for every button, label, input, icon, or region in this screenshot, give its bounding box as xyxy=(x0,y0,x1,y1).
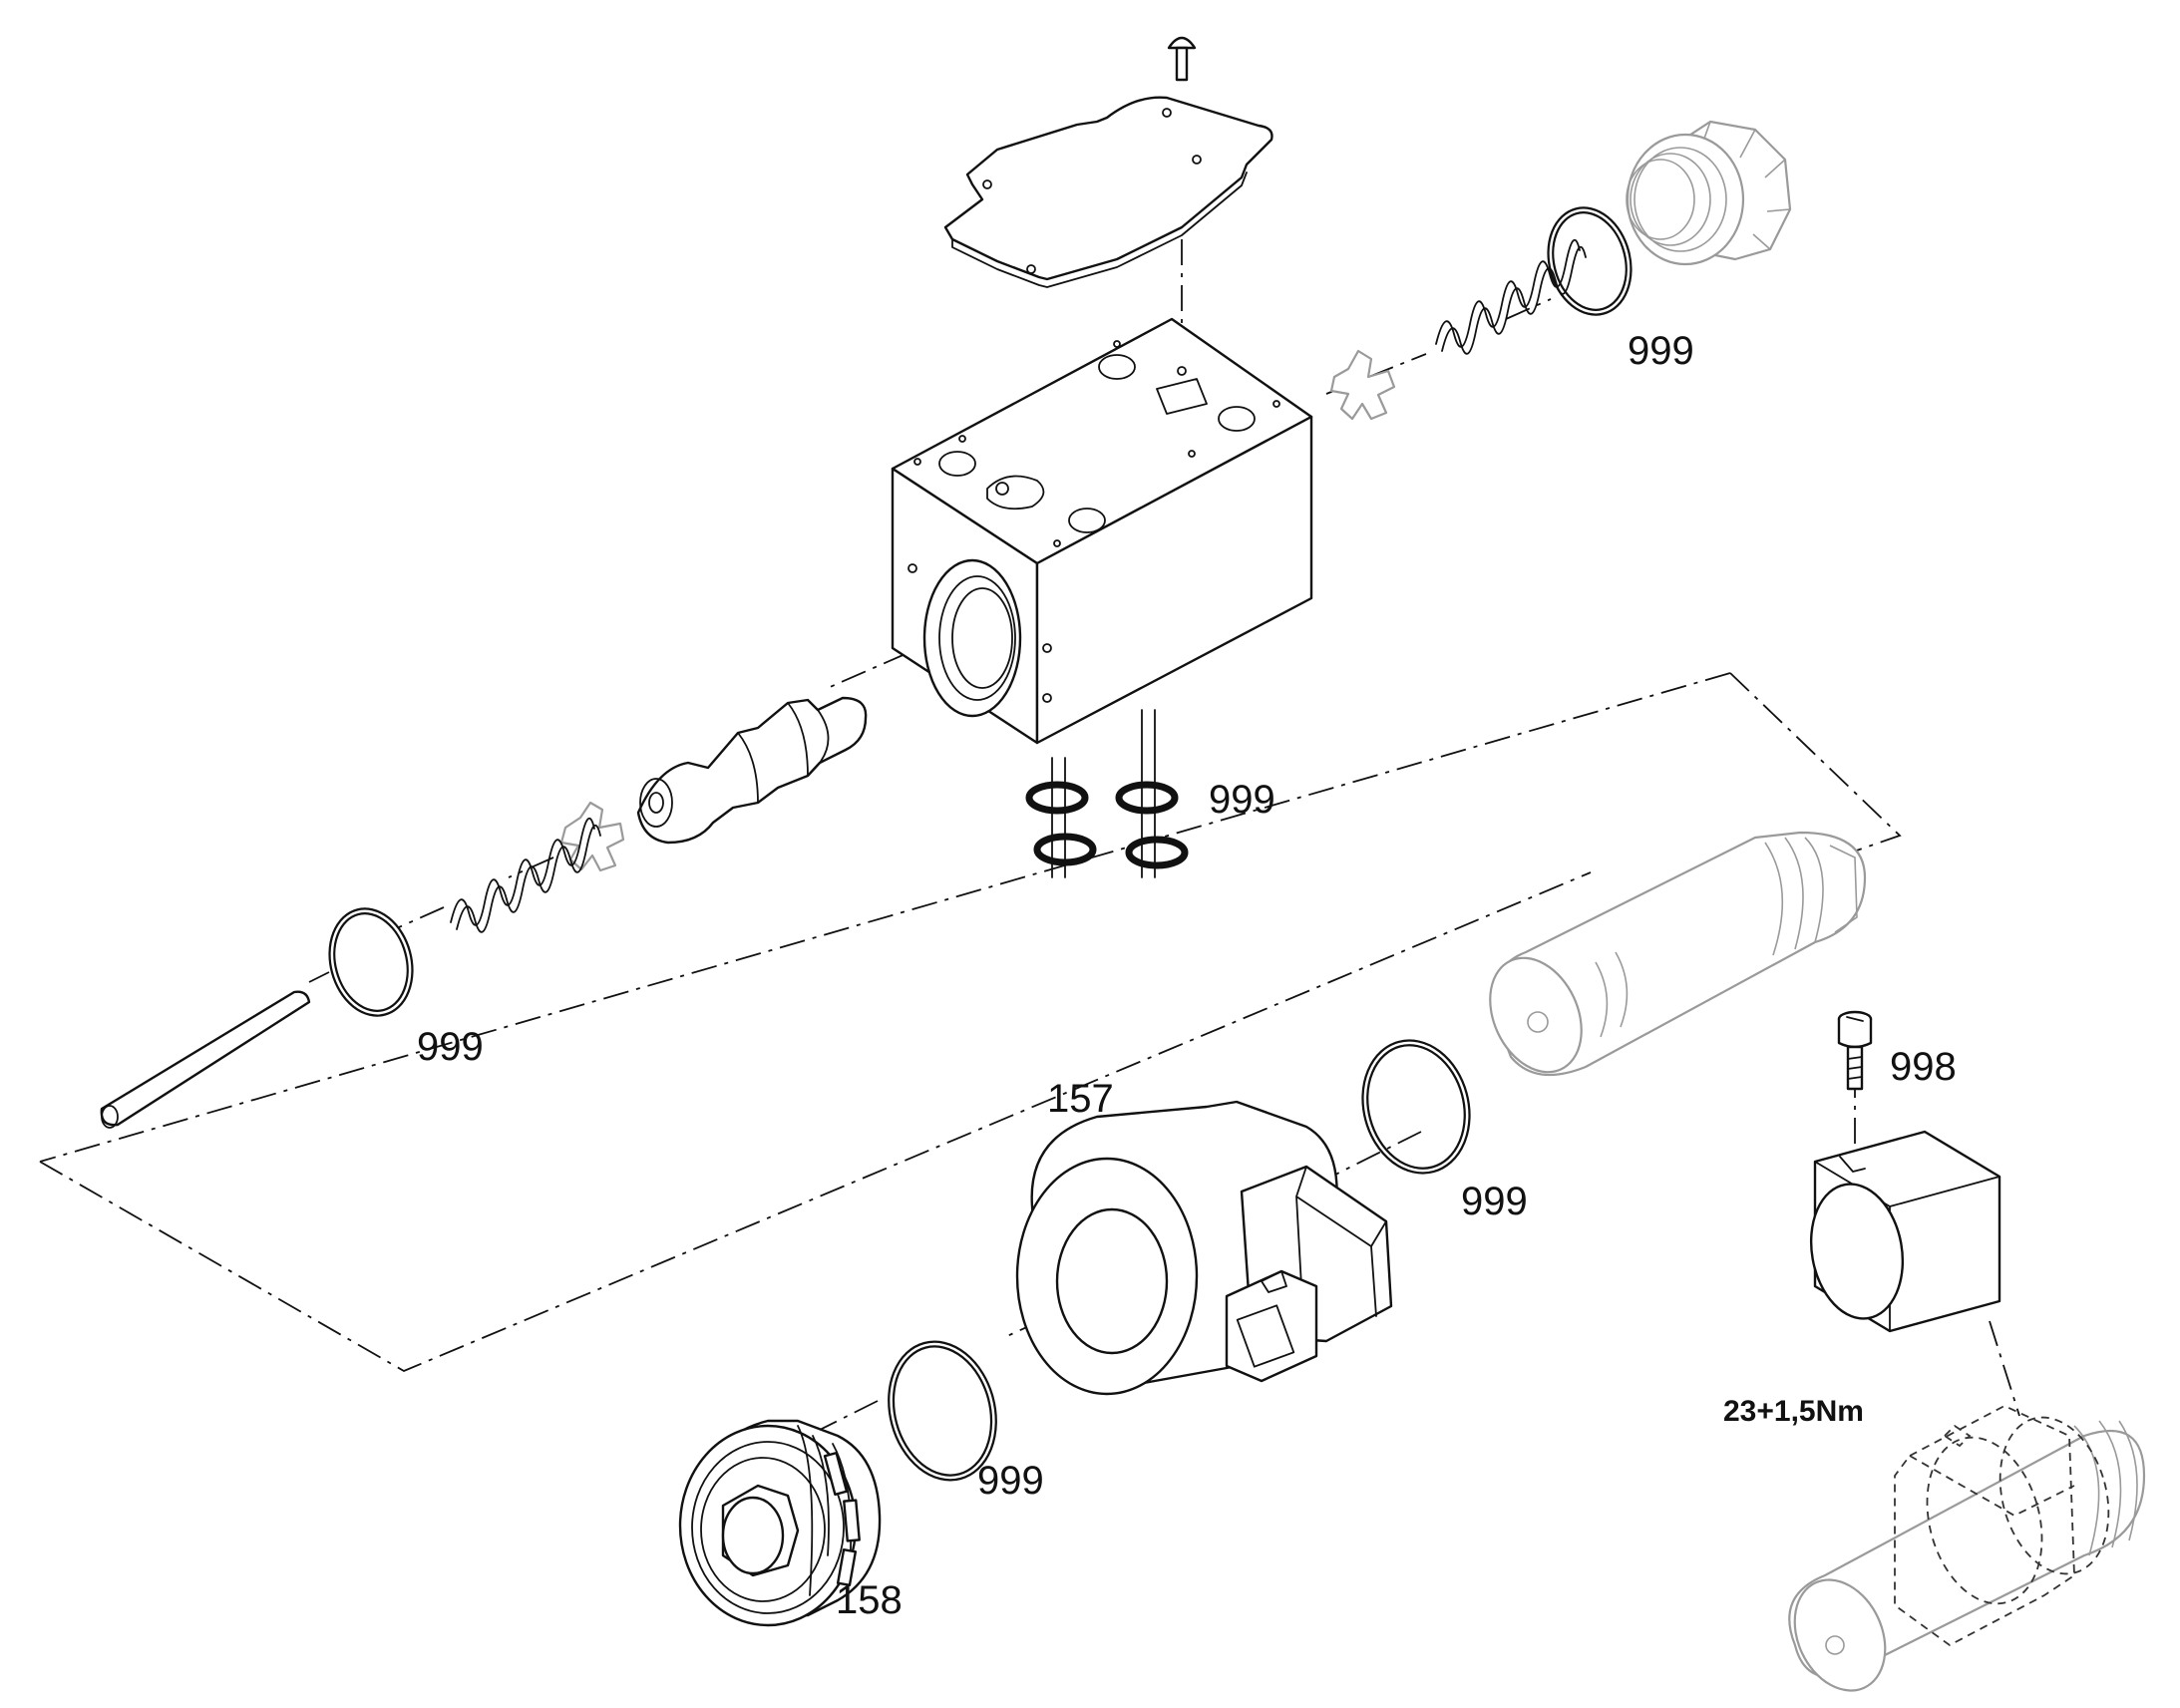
upper-star-washer xyxy=(1329,349,1396,421)
lower-star-washer xyxy=(559,801,625,872)
top-pin xyxy=(1167,36,1197,82)
valve-spool xyxy=(636,696,868,845)
knurled-nut xyxy=(678,1419,882,1627)
hex-clamp xyxy=(1809,1130,2001,1333)
upper-oring xyxy=(1547,206,1633,316)
block-bottom-seals xyxy=(1025,709,1189,878)
push-pin xyxy=(100,990,311,1129)
lower-spring xyxy=(450,817,601,933)
cap-screw xyxy=(1837,1010,1873,1091)
lower-left-oring xyxy=(328,907,414,1017)
label-torque-spec: 23+1,5Nm xyxy=(1723,1395,1864,1428)
nut-side-oring xyxy=(888,1340,997,1482)
label-nut-oring-999: 999 xyxy=(977,1459,1044,1503)
assembled-detail xyxy=(1788,1404,2146,1692)
coil-right-oring xyxy=(1361,1039,1471,1175)
label-screw-998: 998 xyxy=(1890,1045,1957,1089)
upper-spring xyxy=(1435,238,1587,355)
gasket-plate xyxy=(943,96,1273,288)
solenoid-coil xyxy=(1015,1100,1393,1396)
label-coil-oring-999: 999 xyxy=(1461,1180,1528,1223)
label-upper-oring-999: 999 xyxy=(1628,329,1694,373)
label-left-oring-999: 999 xyxy=(417,1025,484,1069)
armature-tube xyxy=(1489,831,1867,1077)
valve-block xyxy=(891,317,1313,745)
label-coil-157: 157 xyxy=(1047,1077,1114,1121)
label-nut-158: 158 xyxy=(836,1578,903,1622)
label-block-seals-999: 999 xyxy=(1209,778,1275,822)
upper-plug-nut xyxy=(1626,120,1792,266)
